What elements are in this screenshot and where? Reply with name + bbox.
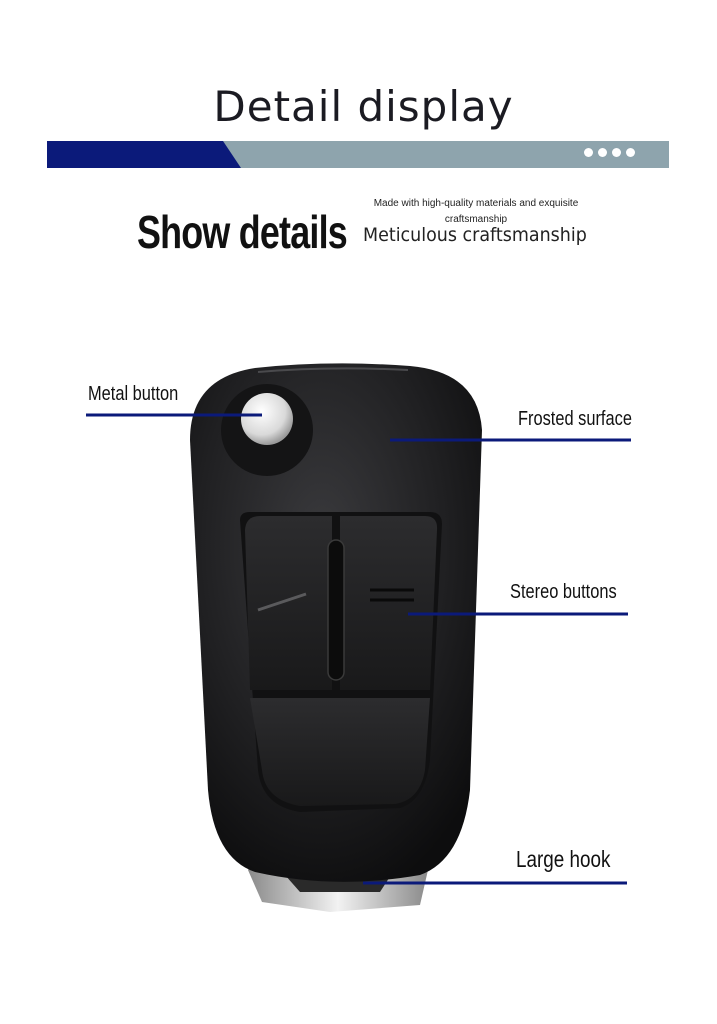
left-button [245, 516, 332, 690]
dot-icon [612, 148, 621, 157]
page-title: Detail display [213, 82, 514, 131]
callout-metal-button: Metal button [88, 383, 179, 405]
header-banner [47, 141, 669, 168]
dot-icon [626, 148, 635, 157]
section-description: Made with high-quality materials and exq… [373, 198, 579, 225]
right-button [340, 516, 438, 690]
callout-large-hook: Large hook [516, 846, 611, 872]
lock-symbol-icon [257, 592, 307, 612]
callout-frosted-surface: Frosted surface [518, 408, 632, 430]
center-ridge [327, 539, 345, 681]
dot-icon [584, 148, 593, 157]
banner-dots [584, 148, 635, 157]
metal-button-icon [241, 393, 293, 445]
banner-navy-bar [47, 141, 241, 168]
callout-stereo-buttons: Stereo buttons [510, 581, 617, 603]
section-subheading: Meticulous craftsmanship [363, 224, 587, 246]
dot-icon [598, 148, 607, 157]
bottom-button [250, 698, 430, 806]
section-heading: Show details [137, 206, 348, 258]
